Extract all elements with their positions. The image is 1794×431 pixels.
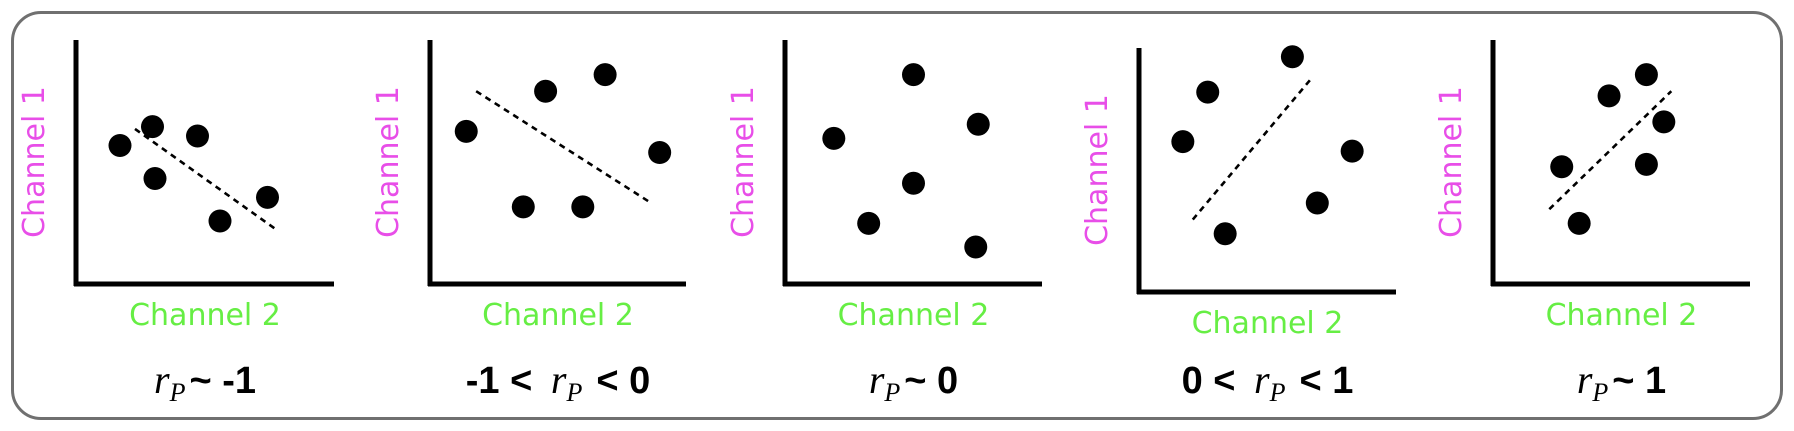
trend-line <box>1548 90 1673 211</box>
caption-suffix: ~ 0 <box>904 360 958 402</box>
data-point <box>902 63 925 87</box>
caption-r-symbol: r <box>154 357 170 402</box>
data-point <box>593 63 617 87</box>
correlation-caption: rP~ 0 <box>869 357 958 407</box>
data-point <box>108 133 132 157</box>
data-point <box>1634 152 1658 176</box>
data-point <box>256 185 279 209</box>
x-axis-label: Channel 2 <box>838 298 990 333</box>
caption-subscript: P <box>565 378 582 407</box>
data-point <box>1340 139 1364 163</box>
y-axis-label: Channel 1 <box>17 86 52 238</box>
panel-2: Channel 1 Channel 2 -1 < rP < 0 <box>371 40 686 407</box>
data-point <box>1196 80 1220 104</box>
trend-line <box>1191 79 1311 221</box>
data-point <box>1213 222 1237 246</box>
caption-r-symbol: r <box>551 357 567 402</box>
data-point <box>648 141 672 165</box>
data-point <box>534 79 558 103</box>
caption-suffix: ~ -1 <box>189 360 256 402</box>
data-point <box>1171 130 1195 154</box>
data-point <box>1280 45 1304 69</box>
panel-5: Channel 1 Channel 2 rP~ 1 <box>1434 40 1750 407</box>
data-point <box>1567 211 1591 235</box>
y-axis-label: Channel 1 <box>1434 86 1469 238</box>
data-point <box>964 235 988 259</box>
caption-suffix: ~ 1 <box>1612 360 1666 402</box>
data-point <box>902 171 925 195</box>
caption-r-symbol: r <box>1254 357 1270 402</box>
data-point <box>857 211 881 235</box>
x-axis-label: Channel 2 <box>129 298 281 333</box>
panel-3: Channel 1 Channel 2 rP~ 0 <box>726 40 1042 407</box>
caption-subscript: P <box>1269 378 1286 407</box>
correlation-caption: rP~ 1 <box>1577 357 1666 407</box>
y-axis-label: Channel 1 <box>371 86 406 238</box>
caption-r-symbol: r <box>869 357 885 402</box>
data-point <box>1597 84 1621 108</box>
data-point <box>571 195 595 219</box>
trend-line <box>134 127 279 232</box>
data-point <box>822 126 846 150</box>
correlation-caption: 0 < rP < 1 <box>1182 357 1354 407</box>
panel-1: Channel 1 Channel 2 rP~ -1 <box>17 40 334 407</box>
data-point <box>1550 155 1574 179</box>
data-point <box>143 167 167 191</box>
data-point <box>208 209 232 233</box>
caption-suffix: < 1 <box>1300 360 1354 402</box>
data-point <box>1634 63 1658 87</box>
data-point <box>454 119 478 143</box>
x-axis-label: Channel 2 <box>1546 298 1698 333</box>
caption-subscript: P <box>1591 378 1608 407</box>
caption-subscript: P <box>169 378 186 407</box>
data-point <box>1652 110 1676 134</box>
data-point <box>141 115 164 139</box>
figure-border <box>11 11 1783 420</box>
correlation-caption: rP~ -1 <box>154 357 256 407</box>
data-point <box>1305 191 1329 215</box>
trend-line <box>475 90 651 204</box>
data-point <box>966 112 990 136</box>
y-axis-label: Channel 1 <box>726 86 761 238</box>
caption-r-symbol: r <box>1577 357 1593 402</box>
y-axis-label: Channel 1 <box>1080 94 1115 246</box>
correlation-caption: -1 < rP < 0 <box>466 357 650 407</box>
x-axis-label: Channel 2 <box>1192 306 1344 341</box>
caption-prefix: 0 < <box>1182 360 1246 402</box>
caption-subscript: P <box>883 378 900 407</box>
caption-suffix: < 0 <box>596 360 650 402</box>
data-point <box>186 124 209 148</box>
data-point <box>511 195 535 219</box>
panel-4: Channel 1 Channel 2 0 < rP < 1 <box>1080 45 1396 407</box>
x-axis-label: Channel 2 <box>482 298 634 333</box>
caption-prefix: -1 < <box>466 360 543 402</box>
